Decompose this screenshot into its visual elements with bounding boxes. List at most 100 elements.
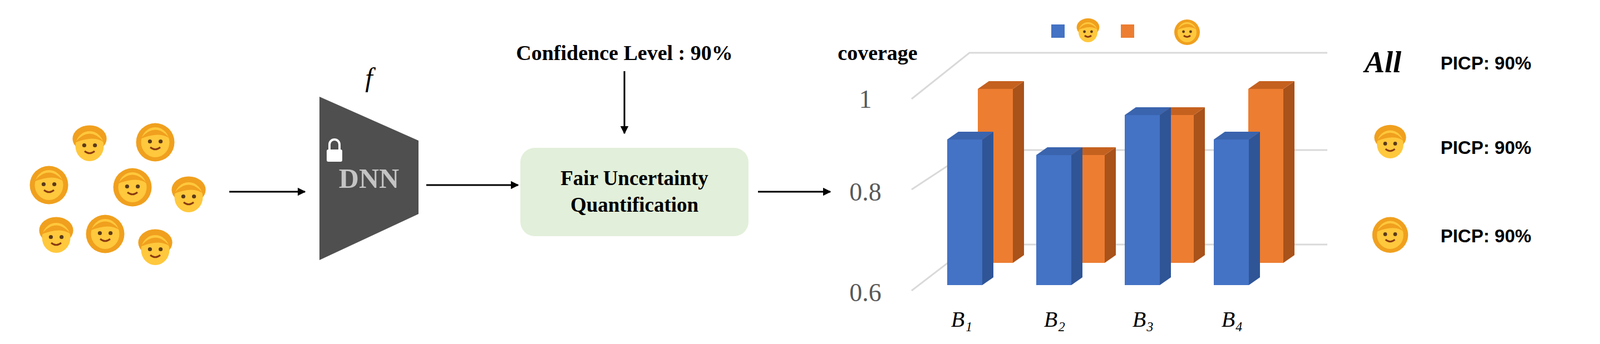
- tick-label: 1: [859, 84, 873, 115]
- mouth: [150, 255, 161, 258]
- fringe: [173, 185, 204, 195]
- eye: [92, 143, 97, 148]
- fringe: [1077, 23, 1099, 31]
- eye: [1393, 141, 1398, 146]
- lock-shackle: [329, 139, 340, 151]
- chart-grid: [911, 52, 1328, 292]
- eye: [1082, 30, 1086, 34]
- bar-side: [1071, 147, 1083, 286]
- category-label: B₁: [951, 306, 973, 333]
- legend-swatch: [1051, 24, 1065, 38]
- bar: [1213, 139, 1249, 286]
- hair: [1174, 19, 1200, 46]
- hair: [1372, 217, 1408, 254]
- eye: [1383, 141, 1388, 146]
- fringe: [140, 130, 171, 140]
- bar-top: [1124, 107, 1171, 116]
- eye: [1393, 232, 1398, 237]
- eye: [181, 194, 186, 199]
- face-emoji: [86, 215, 125, 254]
- mouth: [1183, 35, 1191, 38]
- fringe: [1376, 133, 1405, 142]
- category-label: B₂: [1044, 306, 1066, 333]
- face-emoji: [138, 229, 172, 267]
- mouth: [43, 190, 54, 193]
- face-emoji: [1372, 217, 1408, 254]
- eye: [41, 182, 46, 187]
- output-arrow: [757, 191, 831, 194]
- fringe: [74, 134, 105, 144]
- eye: [1383, 232, 1388, 237]
- confidence-arrow: [623, 71, 626, 134]
- model-block: fDNN: [319, 96, 419, 261]
- hair: [86, 215, 125, 254]
- eye: [1090, 30, 1094, 34]
- eye: [158, 247, 163, 252]
- bar-side: [1159, 107, 1171, 286]
- fringe: [33, 173, 64, 183]
- bar-top: [1036, 147, 1083, 156]
- eye: [148, 247, 152, 252]
- tick-label: 0.6: [849, 278, 882, 308]
- trapezoid: [319, 96, 419, 261]
- bar-side: [982, 131, 994, 286]
- process-box: Fair Uncertainty Quantification: [520, 148, 749, 237]
- face: [1078, 22, 1098, 43]
- axis-title: coverage: [837, 40, 918, 66]
- eye: [158, 139, 163, 144]
- face-emoji: [30, 166, 69, 205]
- bar-top: [947, 131, 994, 140]
- lock-body: [326, 149, 343, 162]
- bar-side: [1193, 107, 1205, 264]
- bar: [1124, 115, 1160, 286]
- mouth: [84, 151, 95, 154]
- bar-side: [1104, 147, 1116, 264]
- bar-top: [1213, 131, 1260, 140]
- metric-value: PICP: 90%: [1440, 137, 1531, 159]
- face: [1177, 22, 1197, 43]
- face-emoji: [1076, 18, 1100, 43]
- fringe: [1376, 223, 1405, 233]
- function-name: f: [365, 62, 373, 93]
- eye: [48, 235, 53, 240]
- mouth: [183, 202, 194, 205]
- bar: [1036, 155, 1072, 286]
- bar-top: [977, 81, 1024, 90]
- mouth: [1084, 35, 1092, 38]
- legend-swatch: [1120, 24, 1135, 38]
- metric-value: PICP: 90%: [1440, 52, 1531, 75]
- mouth: [1385, 149, 1396, 152]
- bar-side: [1012, 81, 1024, 264]
- face-emoji: [113, 168, 152, 208]
- face-emoji: [136, 123, 175, 162]
- fringe: [140, 238, 171, 248]
- category-label: B₃: [1132, 306, 1154, 333]
- eye: [125, 184, 130, 189]
- face-icons: [30, 18, 1409, 266]
- metric-value: PICP: 90%: [1440, 225, 1531, 248]
- input-arrow: [229, 191, 305, 194]
- face-emoji: [1174, 19, 1200, 46]
- hair: [113, 168, 152, 208]
- eye: [82, 143, 87, 148]
- mouth: [100, 239, 111, 242]
- hair: [30, 166, 69, 205]
- fringe: [1177, 23, 1198, 31]
- category-label: B₄: [1221, 306, 1243, 333]
- face-emoji: [72, 125, 107, 162]
- fringe: [41, 225, 72, 236]
- group-label: All: [1364, 45, 1402, 80]
- eye: [192, 194, 196, 199]
- box-label: Fair Uncertainty Quantification: [542, 165, 727, 219]
- eye: [97, 231, 102, 236]
- eye: [148, 139, 152, 144]
- mouth: [127, 192, 138, 195]
- fringe: [90, 222, 121, 232]
- face-emoji: [38, 217, 73, 254]
- bar-chart: [947, 81, 1295, 286]
- bar: [947, 139, 983, 286]
- bar-side: [1248, 131, 1260, 286]
